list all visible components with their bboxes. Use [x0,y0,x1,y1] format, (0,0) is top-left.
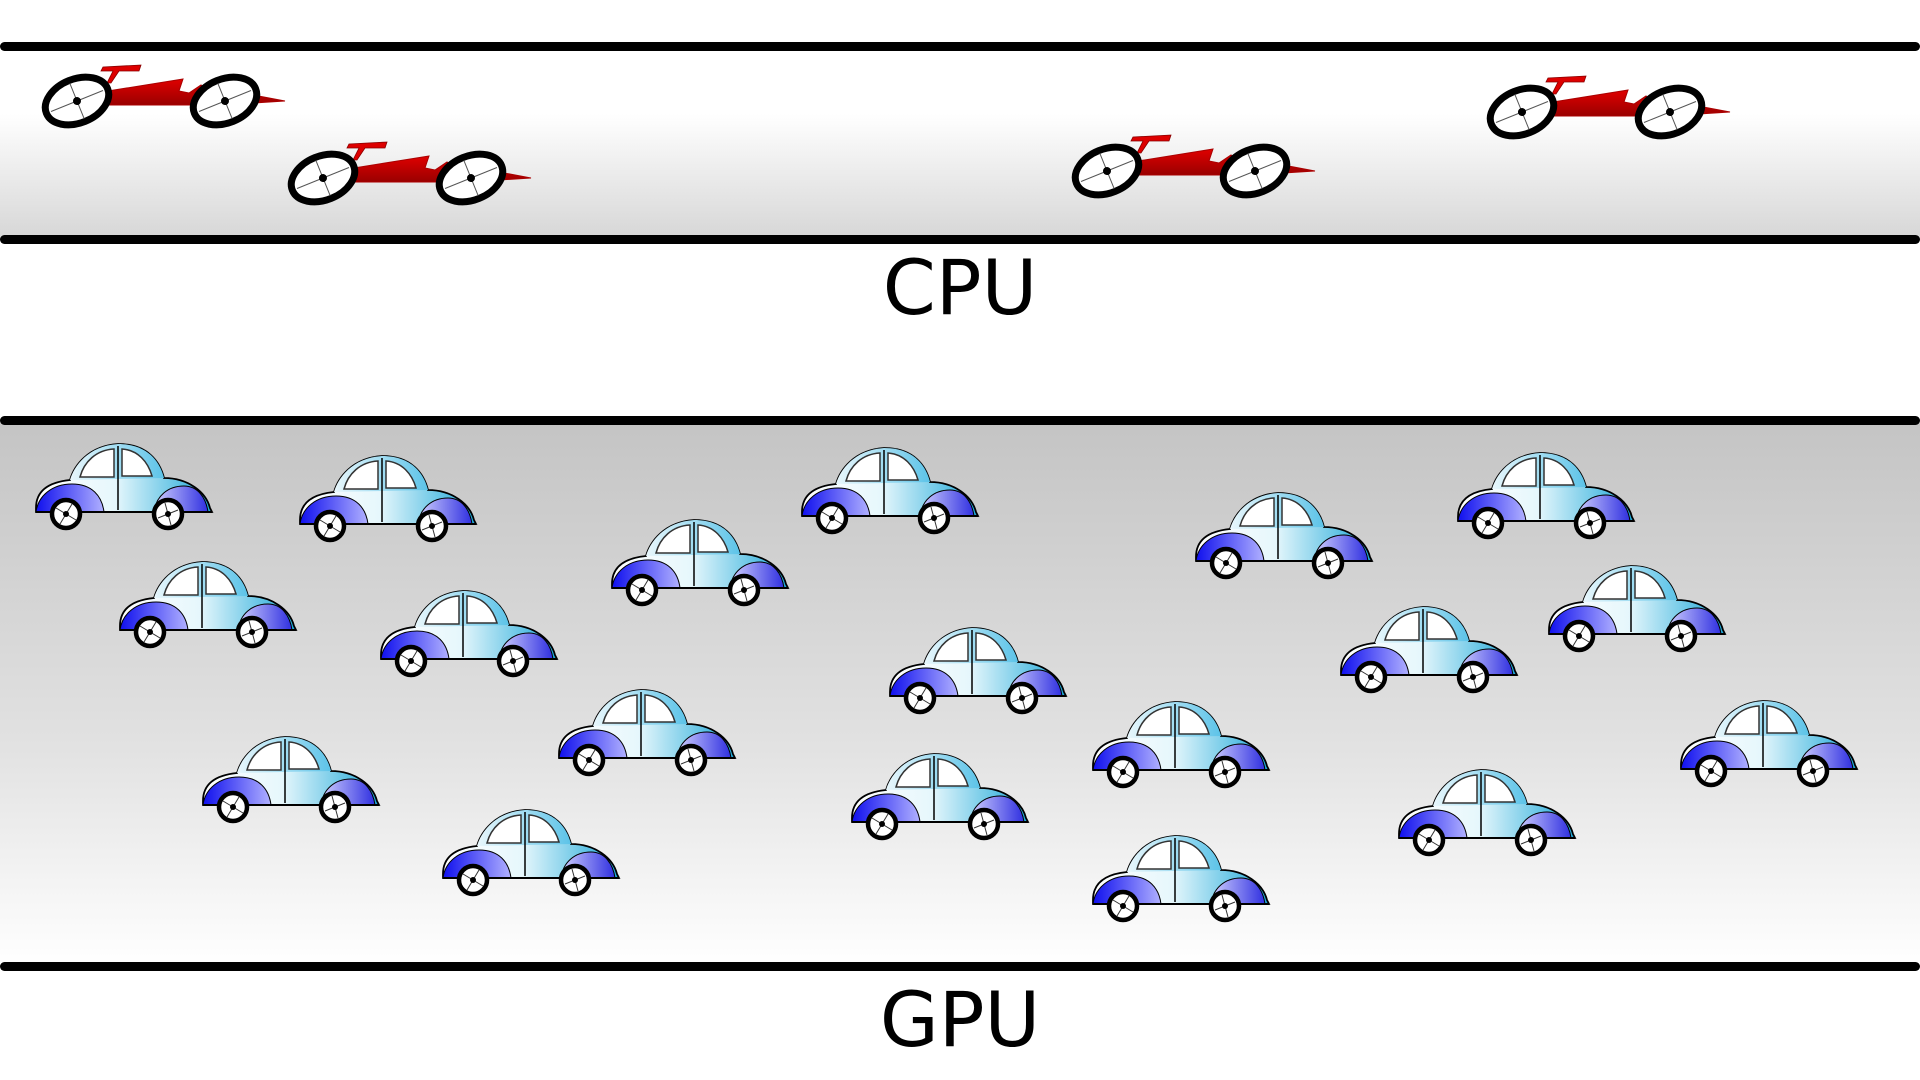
cpu-road-bottom-line [0,235,1920,244]
beetle-car-icon [443,810,619,894]
gpu-road-top-line [0,416,1920,425]
cpu-vehicles [38,65,1730,211]
beetle-car-icon [203,737,379,821]
beetle-car-icon [559,690,735,774]
beetle-car-icon [612,520,788,604]
cpu-road [0,42,1920,244]
beetle-car-icon [802,448,978,532]
beetle-car-icon [1458,453,1634,537]
beetle-car-icon [1399,770,1575,854]
beetle-car-icon [1341,607,1517,691]
beetle-car-icon [120,562,296,646]
gpu-road-bottom-line [0,962,1920,971]
cpu-road-top-line [0,42,1920,51]
race-car-icon [38,65,285,134]
race-car-icon [1483,76,1730,145]
gpu-label: GPU [879,975,1041,1064]
beetle-car-icon [381,591,557,675]
beetle-car-icon [1549,566,1725,650]
gpu-vehicles [36,444,1857,920]
beetle-car-icon [852,754,1028,838]
beetle-car-icon [1093,702,1269,786]
beetle-car-icon [1093,836,1269,920]
beetle-car-icon [36,444,212,528]
race-car-icon [1068,135,1315,204]
race-car-icon [284,142,531,211]
beetle-car-icon [890,628,1066,712]
beetle-car-icon [300,456,476,540]
beetle-car-icon [1196,493,1372,577]
cpu-label: CPU [882,243,1038,332]
beetle-car-icon [1681,701,1857,785]
